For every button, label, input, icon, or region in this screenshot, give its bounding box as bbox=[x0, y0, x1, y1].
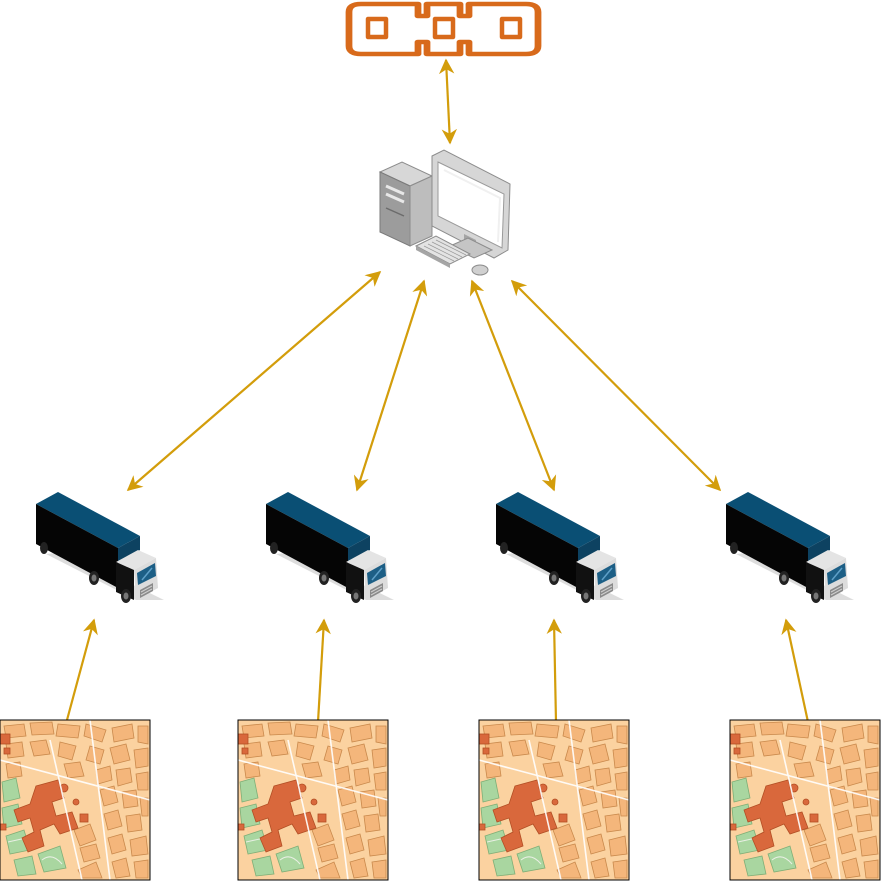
blockchain-chain-icon bbox=[345, 1, 542, 57]
truck-icon bbox=[35, 491, 165, 604]
city-map-icon bbox=[478, 719, 630, 881]
edge-map-2-vehicle-2 bbox=[315, 618, 331, 723]
edge-server-vehicle-4 bbox=[510, 279, 722, 492]
edge-server-vehicle-2 bbox=[353, 279, 428, 492]
edge-map-1-vehicle-1 bbox=[65, 618, 98, 721]
desktop-computer-icon bbox=[378, 149, 511, 276]
city-map-icon bbox=[0, 719, 151, 881]
city-map-icon bbox=[237, 719, 389, 881]
edge-blockchain-server bbox=[438, 58, 458, 145]
edge-map-3-vehicle-3 bbox=[546, 618, 562, 723]
truck-icon bbox=[495, 491, 625, 604]
city-map-icon bbox=[729, 719, 881, 881]
truck-icon bbox=[725, 491, 855, 604]
truck-icon bbox=[265, 491, 395, 604]
edge-server-vehicle-1 bbox=[126, 270, 382, 492]
edge-map-4-vehicle-4 bbox=[781, 618, 810, 723]
